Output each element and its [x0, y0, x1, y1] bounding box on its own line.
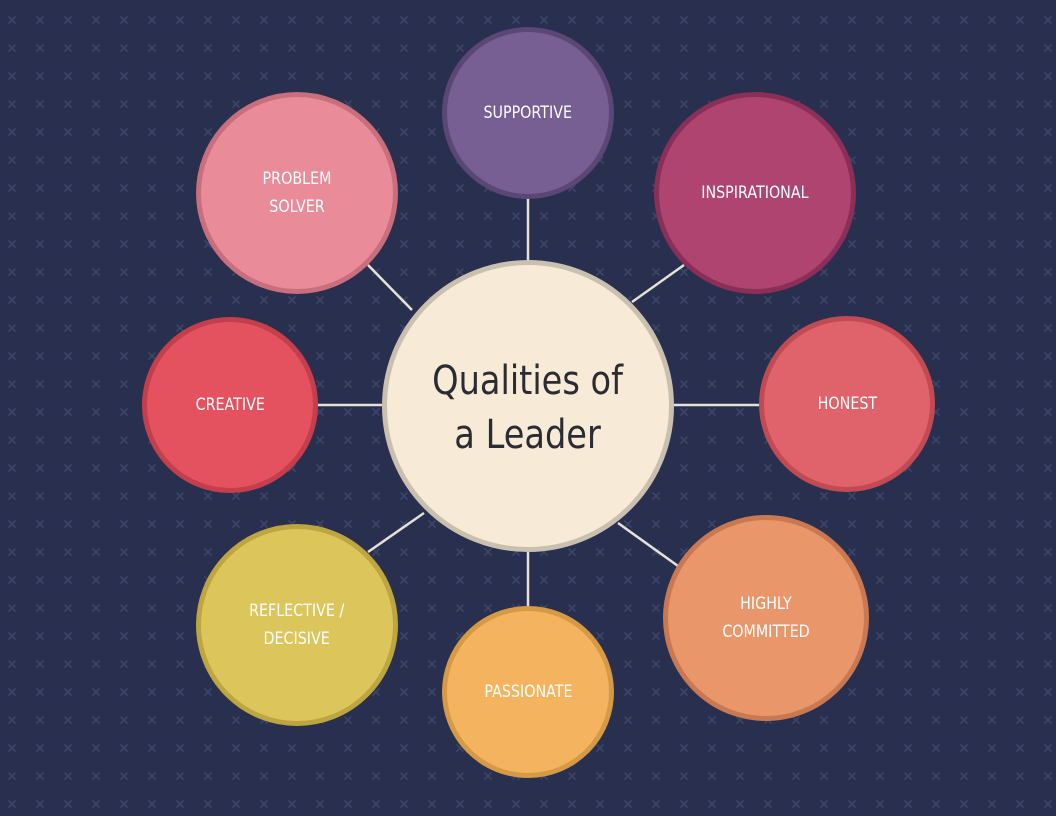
node-reflective-decisive: REFLECTIVE / DECISIVE — [196, 524, 398, 726]
node-reflective-decisive-label: REFLECTIVE / DECISIVE — [249, 601, 345, 649]
node-passionate: PASSIONATE — [442, 606, 614, 778]
node-problem-solver: PROBLEM SOLVER — [196, 92, 398, 294]
node-highly-committed: HIGHLY COMMITTED — [663, 515, 869, 721]
connector-highly-committed — [617, 521, 679, 568]
node-honest-label: HONEST — [817, 394, 877, 414]
node-problem-solver-label: PROBLEM SOLVER — [262, 169, 332, 217]
node-creative-label: CREATIVE — [195, 395, 265, 415]
node-passionate-label: PASSIONATE — [483, 682, 573, 702]
center-node: Qualities of a Leader — [382, 260, 674, 552]
node-inspirational-label: INSPIRATIONAL — [701, 183, 809, 203]
center-label: Qualities of a Leader — [432, 358, 624, 458]
node-creative: CREATIVE — [142, 317, 318, 493]
connector-reflective-decisive — [367, 511, 425, 554]
node-highly-committed-label: HIGHLY COMMITTED — [722, 594, 810, 642]
connector-problem-solver — [367, 264, 413, 311]
node-honest: HONEST — [759, 316, 935, 492]
connector-inspirational — [631, 263, 685, 304]
node-supportive: SUPPORTIVE — [442, 27, 614, 199]
node-supportive-label: SUPPORTIVE — [483, 103, 573, 123]
node-inspirational: INSPIRATIONAL — [654, 92, 856, 294]
